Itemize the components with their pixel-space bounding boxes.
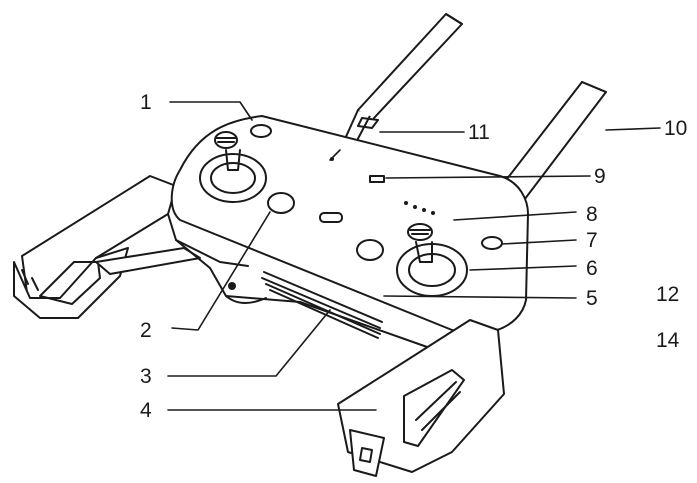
right-control-stick — [396, 223, 468, 297]
five-d-button — [356, 239, 384, 261]
battery-level-leds — [404, 201, 435, 215]
callout-10: 10 — [664, 117, 688, 140]
callout-6: 6 — [586, 257, 598, 280]
phone-clamp-right — [337, 319, 505, 477]
callout-2: 2 — [140, 319, 152, 342]
custom-button — [481, 236, 503, 250]
callout-3: 3 — [140, 365, 152, 388]
callout-4: 4 — [140, 399, 152, 422]
lanyard-hole — [228, 282, 236, 290]
controller-body — [167, 115, 529, 349]
return-to-home-button — [250, 124, 272, 138]
callout-9: 9 — [594, 165, 606, 188]
callout-12: 12 — [656, 283, 680, 306]
left-control-stick — [199, 131, 267, 203]
air-vent — [261, 271, 383, 339]
callout-11: 11 — [468, 121, 490, 144]
callout-14: 14 — [656, 329, 680, 352]
callout-8: 8 — [586, 203, 598, 226]
callout-7: 7 — [586, 229, 598, 252]
callout-5: 5 — [586, 287, 598, 310]
antenna-left — [339, 13, 463, 151]
flight-pause-button — [267, 192, 295, 214]
usb-port — [319, 212, 343, 223]
callout-1: 1 — [140, 91, 152, 114]
leader-lines — [167, 101, 661, 411]
phone-clamp-left — [13, 175, 201, 319]
logo-mark — [369, 175, 385, 183]
